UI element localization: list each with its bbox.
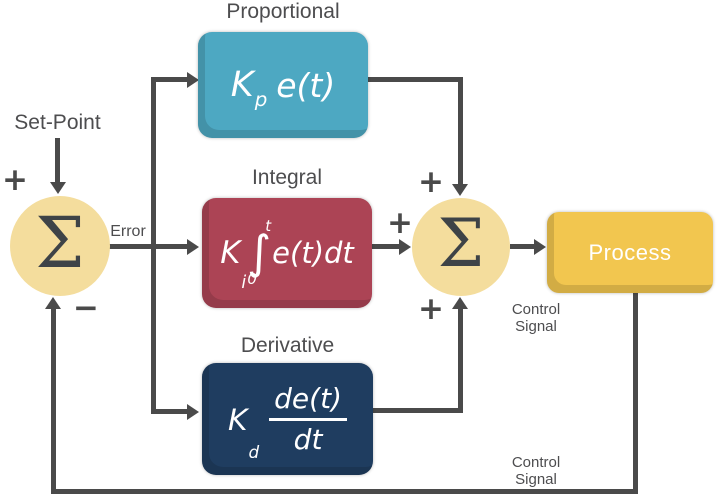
arrowhead-right-icon: [399, 239, 411, 255]
proportional-title: Proportional: [226, 0, 340, 23]
connector-process-output: [633, 293, 638, 494]
integral-title: Integral: [251, 166, 323, 189]
connector-prop-out: [368, 77, 463, 82]
fraction: de(t) dt: [269, 382, 347, 456]
connector-error: [109, 244, 189, 249]
connector-deriv-out: [373, 408, 463, 413]
integral-sign: t ∫ 0: [247, 217, 272, 288]
connector-prop-out-drop: [458, 77, 463, 187]
control-signal-label: Control Signal: [511, 301, 561, 335]
connector-control-signal: [510, 244, 535, 249]
minus-sign: −: [73, 290, 99, 326]
arrowhead-right-icon: [187, 72, 199, 88]
error-label: Error: [110, 223, 146, 240]
process-block: Process: [547, 212, 713, 293]
arrowhead-up-icon: [45, 297, 61, 309]
arrowhead-right-icon: [534, 239, 546, 255]
plus-sign: +: [418, 291, 444, 327]
process-label: Process: [588, 239, 672, 265]
connector-branch: [151, 77, 156, 414]
connector-prop-in: [151, 77, 189, 82]
derivative-title: Derivative: [240, 334, 335, 357]
set-point-label: Set-Point: [14, 111, 101, 134]
plus-sign: +: [418, 164, 444, 200]
connector-deriv-out-rise: [458, 309, 463, 411]
arrowhead-up-icon: [452, 297, 468, 309]
connector-feedback-left: [51, 307, 56, 494]
arrowhead-right-icon: [187, 404, 199, 420]
sum-junction-left: Σ: [10, 196, 110, 296]
plus-sign: +: [2, 162, 28, 198]
plus-sign: +: [387, 205, 413, 241]
arrowhead-down-icon: [50, 182, 66, 194]
connector-setpoint: [55, 138, 60, 184]
connector-int-out: [372, 244, 400, 249]
sum-junction-right: Σ: [412, 198, 510, 296]
arrowhead-right-icon: [187, 239, 199, 255]
connector-deriv-in: [151, 409, 189, 414]
control-signal-label: Control Signal: [511, 454, 561, 488]
arrowhead-down-icon: [452, 184, 468, 196]
sigma-symbol: Σ: [35, 202, 85, 284]
sigma-symbol: Σ: [437, 205, 485, 282]
connector-feedback-bottom: [51, 489, 638, 494]
